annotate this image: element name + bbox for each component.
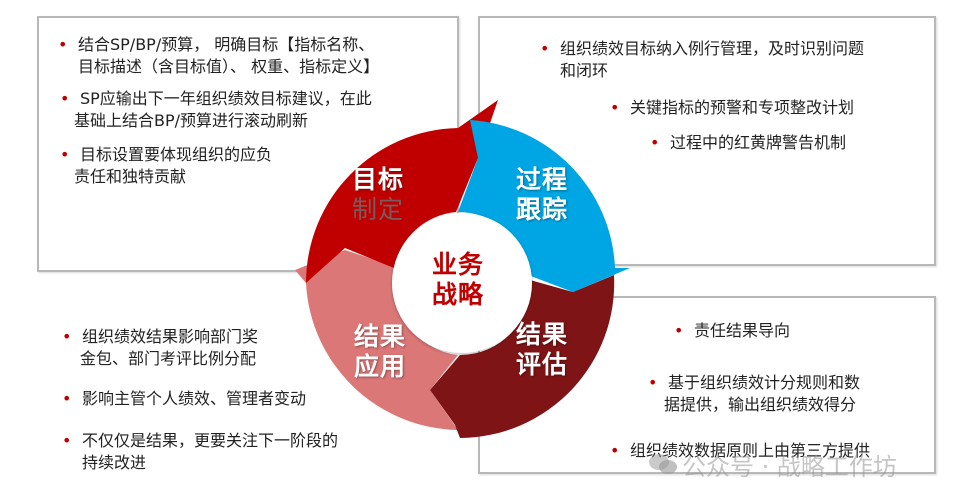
process-tracking-arrow	[458, 120, 630, 292]
bullet-text-line1: 关键指标的预警和专项整改计划	[630, 98, 855, 117]
bullet-dot-icon: •	[650, 133, 660, 152]
bullet-text-line2: 据提供，输出组织绩效得分	[664, 395, 857, 414]
goal-setting-label-line1: 目标	[352, 165, 405, 194]
evaluation-bullet-1: • 责任结果导向	[674, 320, 791, 342]
evaluation-bullet-2: • 基于组织绩效计分规则和数 据提供，输出组织绩效得分	[648, 372, 861, 416]
evaluation-bullet-3: • 组织绩效数据原则上由第三方提供	[610, 440, 871, 462]
center-circle	[392, 213, 532, 353]
application-bullet-1: • 组织绩效结果影响部门奖 金包、部门考评比例分配	[62, 326, 259, 370]
process-tracking-label-line1: 过程	[516, 165, 569, 194]
goal-bullet-2: • SP应输出下一年组织绩效目标建议，在此 基础上结合BP/预算进行滚动刷新	[60, 88, 372, 132]
watermark-text: 公众号 · 战略工作坊	[682, 453, 897, 481]
bullet-text-line1: 组织绩效结果影响部门奖	[82, 327, 259, 346]
bullet-text-line2: 目标描述（含目标值）、 权重、指标定义】	[78, 57, 380, 76]
result-application-arrow	[295, 250, 458, 430]
bullet-text-line1: 不仅仅是结果，更要关注下一阶段的	[82, 431, 339, 450]
bullet-text-line1: 影响主管个人绩效、管理者变动	[82, 389, 307, 408]
center-label-line1: 业务	[432, 250, 485, 279]
bullet-dot-icon: •	[62, 431, 72, 450]
bullet-text-line1: 过程中的红黄牌警告机制	[670, 133, 847, 152]
bullet-dot-icon: •	[62, 389, 72, 408]
cycle-arrows-graphic	[295, 100, 630, 438]
bullet-text-line1: 组织绩效目标纳入例行管理，及时识别问题	[560, 39, 865, 58]
cycle-diagram: 目标 制定 过程 跟踪 结果 评估 结果 应用 业务 战略	[290, 100, 630, 450]
bullet-dot-icon: •	[540, 39, 550, 58]
bullet-text-line1: 目标设置要体现组织的应负	[80, 145, 273, 164]
process-bullet-1: • 组织绩效目标纳入例行管理，及时识别问题 和闭环	[540, 38, 865, 82]
bullet-text-line2: 责任和独特贡献	[74, 167, 187, 186]
result-evaluation-label-line1: 结果	[516, 320, 569, 349]
bullet-dot-icon: •	[62, 327, 72, 346]
goal-setting-label: 目标 制定	[352, 165, 404, 225]
wechat-icon	[649, 454, 677, 474]
process-bullet-3: • 过程中的红黄牌警告机制	[650, 132, 847, 154]
application-bullet-3: • 不仅仅是结果，更要关注下一阶段的 持续改进	[62, 430, 339, 474]
goal-bullet-3: • 目标设置要体现组织的应负 责任和独特贡献	[60, 144, 273, 188]
result-application-label-line1: 结果	[354, 322, 407, 351]
center-label-line2: 战略	[432, 280, 485, 309]
bullet-text-line1: 组织绩效数据原则上由第三方提供	[630, 441, 871, 460]
process-tracking-label: 过程 跟踪	[516, 165, 568, 225]
bullet-dot-icon: •	[610, 98, 620, 117]
goal-setting-arrow	[306, 100, 498, 283]
result-application-label: 结果 应用	[354, 322, 406, 382]
bullet-text-line2: 基础上结合BP/预算进行滚动刷新	[74, 111, 309, 130]
result-evaluation-label: 结果 评估	[516, 320, 568, 380]
bullet-dot-icon: •	[674, 321, 684, 340]
result-application-label-line2: 应用	[354, 352, 407, 381]
bullet-dot-icon: •	[610, 441, 620, 460]
process-bullet-2: • 关键指标的预警和专项整改计划	[610, 97, 855, 119]
bullet-text-line1: 结合SP/BP/预算， 明确目标【指标名称、	[78, 35, 375, 54]
result-evaluation-arrow	[430, 275, 615, 438]
bullet-dot-icon: •	[60, 145, 70, 164]
process-tracking-label-line2: 跟踪	[516, 195, 569, 224]
bullet-text-line1: SP应输出下一年组织绩效目标建议，在此	[80, 89, 372, 108]
bullet-text-line2: 和闭环	[560, 61, 609, 80]
goal-setting-label-line2: 制定	[352, 195, 405, 224]
bullet-text-line1: 基于组织绩效计分规则和数	[668, 373, 861, 392]
bullet-text-line2: 持续改进	[82, 453, 147, 472]
goal-bullet-1: • 结合SP/BP/预算， 明确目标【指标名称、 目标描述（含目标值）、 权重、…	[58, 34, 380, 78]
bullet-text-line1: 责任结果导向	[694, 321, 791, 340]
business-strategy-label: 业务 战略	[432, 250, 484, 310]
bullet-dot-icon: •	[58, 35, 68, 54]
bullet-dot-icon: •	[648, 373, 658, 392]
bullet-text-line2: 金包、部门考评比例分配	[80, 349, 257, 368]
result-evaluation-label-line2: 评估	[516, 350, 569, 379]
application-bullet-2: • 影响主管个人绩效、管理者变动	[62, 388, 307, 410]
bullet-dot-icon: •	[60, 89, 70, 108]
